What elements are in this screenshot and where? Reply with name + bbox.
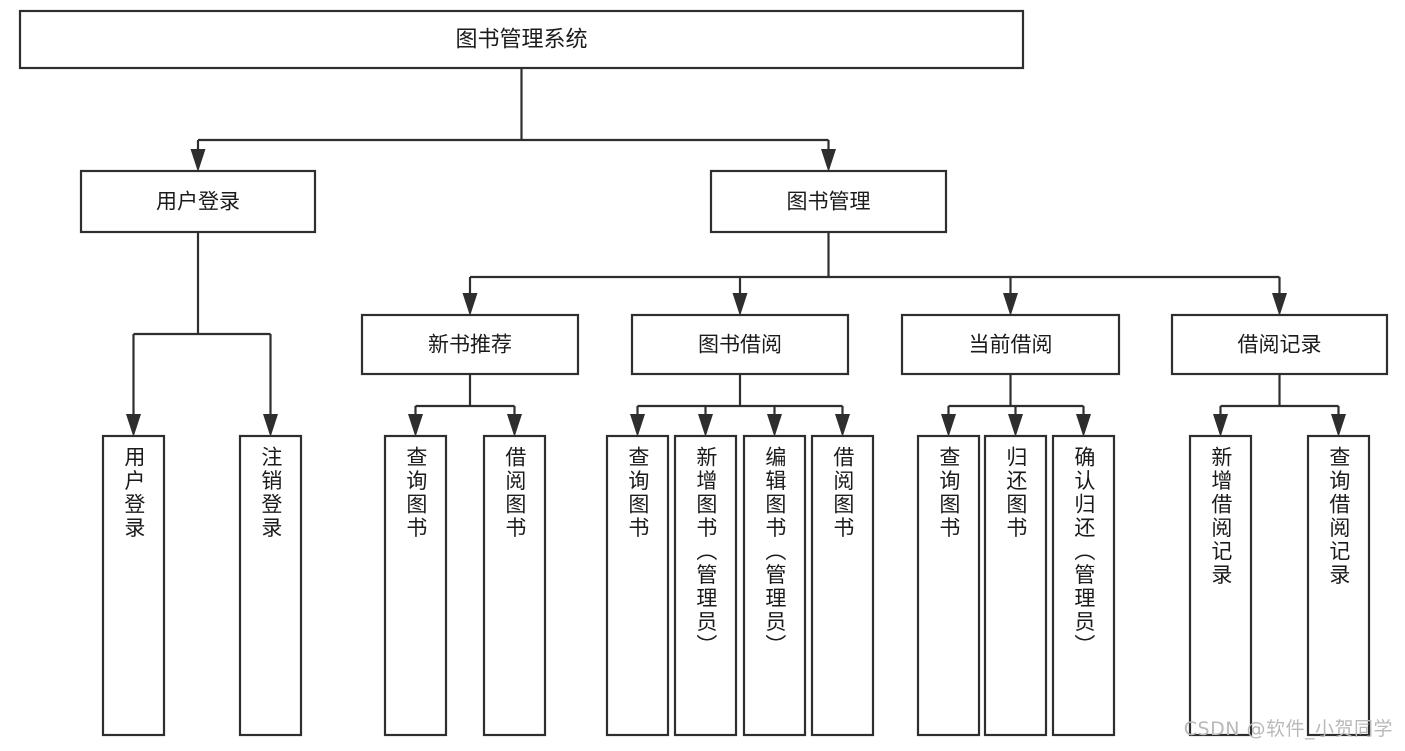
node-box[interactable] bbox=[383, 434, 448, 737]
arrow-head-icon bbox=[767, 414, 782, 437]
arrow-head-icon bbox=[732, 293, 748, 316]
node-book-borrow[interactable]: 图书借阅 bbox=[630, 313, 850, 376]
arrow-head-icon bbox=[1008, 414, 1023, 437]
node-leaf-confirm-return[interactable] bbox=[1051, 434, 1116, 737]
connector-group-user-login bbox=[126, 232, 278, 437]
node-label: 用户登录 bbox=[156, 190, 240, 214]
arrow-head-icon bbox=[1076, 414, 1091, 437]
connector-layer bbox=[126, 68, 1346, 437]
node-box[interactable] bbox=[1188, 434, 1253, 737]
node-label: 新书推荐 bbox=[428, 333, 512, 357]
arrow-head-icon bbox=[507, 414, 522, 437]
node-box[interactable] bbox=[900, 313, 1121, 376]
node-leaf-user-logout[interactable] bbox=[238, 434, 303, 737]
node-box[interactable] bbox=[916, 434, 981, 737]
node-leaf-add-record[interactable] bbox=[1188, 434, 1253, 737]
node-leaf-query-book-3[interactable] bbox=[916, 434, 981, 737]
node-leaf-borrow-book-1[interactable] bbox=[482, 434, 547, 737]
node-box[interactable] bbox=[482, 434, 547, 737]
arrow-head-icon bbox=[698, 414, 713, 437]
arrow-head-icon bbox=[1003, 293, 1018, 316]
arrow-head-icon bbox=[1272, 293, 1287, 316]
node-box[interactable] bbox=[360, 313, 580, 376]
watermark-text: CSDN @软件_小贺同学 bbox=[1183, 718, 1393, 740]
node-leaf-edit-book[interactable] bbox=[742, 434, 807, 737]
node-user-login[interactable]: 用户登录 bbox=[79, 169, 317, 234]
node-box[interactable] bbox=[79, 169, 317, 234]
node-label: 图书管理系统 bbox=[455, 28, 587, 53]
node-box[interactable] bbox=[1306, 434, 1371, 737]
node-current-borrow[interactable]: 当前借阅 bbox=[900, 313, 1121, 376]
arrow-head-icon bbox=[190, 149, 206, 172]
connector-group-current-borrow bbox=[941, 374, 1091, 437]
arrow-head-icon bbox=[941, 414, 956, 437]
arrow-head-icon bbox=[1331, 414, 1346, 437]
node-box[interactable] bbox=[810, 434, 875, 737]
node-label: 借阅记录 bbox=[1238, 333, 1322, 357]
node-leaf-return-book[interactable] bbox=[983, 434, 1048, 737]
connector-group-borrow-record bbox=[1213, 374, 1346, 437]
node-leaf-query-book-1[interactable] bbox=[383, 434, 448, 737]
arrow-head-icon bbox=[462, 293, 478, 316]
node-box[interactable] bbox=[18, 9, 1025, 70]
connector-group-root bbox=[190, 68, 836, 172]
node-box[interactable] bbox=[983, 434, 1048, 737]
node-leaf-borrow-book-2[interactable] bbox=[810, 434, 875, 737]
connector-group-book-borrow bbox=[630, 374, 850, 437]
node-box[interactable] bbox=[673, 434, 738, 737]
node-book-manage[interactable]: 图书管理 bbox=[709, 169, 948, 234]
node-label: 图书管理 bbox=[787, 190, 871, 214]
arrow-head-icon bbox=[263, 414, 278, 437]
connector-group-new-book-recommend bbox=[408, 374, 522, 437]
node-label: 图书借阅 bbox=[698, 333, 782, 357]
arrow-head-icon bbox=[1213, 414, 1228, 437]
node-box[interactable] bbox=[742, 434, 807, 737]
node-leaf-user-login[interactable] bbox=[101, 434, 166, 737]
connector-group-book-manage bbox=[462, 232, 1287, 316]
arrow-head-icon bbox=[630, 414, 645, 437]
node-box[interactable] bbox=[238, 434, 303, 737]
node-box[interactable] bbox=[1170, 313, 1389, 376]
arrow-head-icon bbox=[126, 414, 141, 437]
arrow-head-icon bbox=[835, 414, 850, 437]
node-box[interactable] bbox=[605, 434, 670, 737]
node-box[interactable] bbox=[101, 434, 166, 737]
node-leaf-query-book-2[interactable] bbox=[605, 434, 670, 737]
node-box[interactable] bbox=[630, 313, 850, 376]
node-leaf-query-record[interactable] bbox=[1306, 434, 1371, 737]
node-box[interactable] bbox=[1051, 434, 1116, 737]
node-label: 当前借阅 bbox=[969, 333, 1053, 357]
arrow-head-icon bbox=[821, 149, 836, 172]
arrow-head-icon bbox=[408, 414, 423, 437]
node-new-book-recommend[interactable]: 新书推荐 bbox=[360, 313, 580, 376]
node-borrow-record[interactable]: 借阅记录 bbox=[1170, 313, 1389, 376]
node-root[interactable]: 图书管理系统 bbox=[18, 9, 1025, 70]
node-box[interactable] bbox=[709, 169, 948, 234]
node-leaf-add-book[interactable] bbox=[673, 434, 738, 737]
